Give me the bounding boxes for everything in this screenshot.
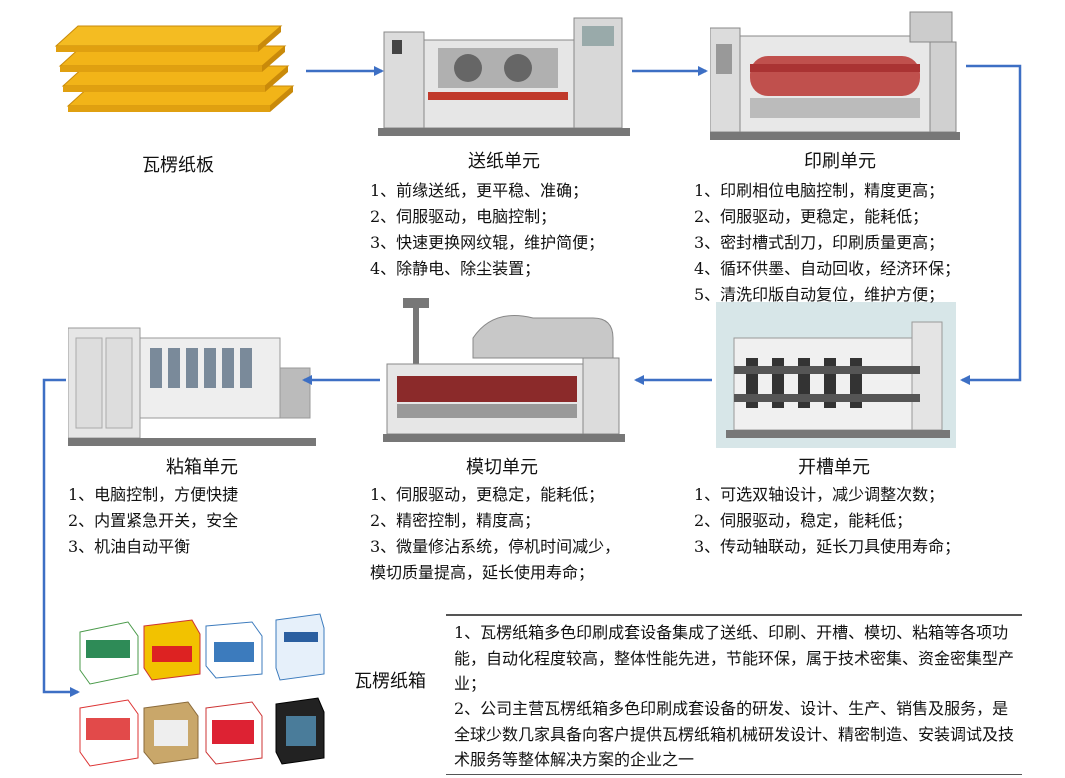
diecut-feature-1: 1、伺服驱动，更稳定，能耗低； [370,485,605,504]
print-feature-3: 3、密封槽式刮刀，印刷质量更高； [694,233,945,252]
feed-feature-3: 3、快速更换网纹辊，维护简便； [370,233,605,252]
feed-feature-4: 4、除静电、除尘装置； [370,259,541,278]
print-feature-5: 5、清洗印版自动复位，维护方便； [694,285,945,304]
glue-unit-title: 粘箱单元 [166,457,238,478]
diecut-feature-2: 2、精密控制，精度高； [370,511,541,530]
slot-feature-1: 1、可选双轴设计，减少调整次数； [694,485,945,504]
glue-feature-3: 3、机油自动平衡 [68,537,191,556]
feed-unit-title: 送纸单元 [468,151,540,172]
feeding-unit-machine-image [378,17,630,136]
corrugated-board-stack-image [54,25,295,112]
raw-material-label: 瓦楞纸板 [142,155,214,176]
printing-unit-machine-image [710,11,960,140]
gluing-unit-machine-image [68,327,316,446]
summary-paragraph-1: 1、瓦楞纸箱多色印刷成套设备集成了送纸、印刷、开槽、模切、粘箱等各项功能，自动化… [454,623,1015,693]
summary-bottom-rule [446,774,1022,775]
final-product-label: 瓦楞纸箱 [354,671,426,692]
arrow-print-to-slot [960,64,1022,385]
feed-feature-2: 2、伺服驱动，电脑控制； [370,207,557,226]
arrow-glue-to-carton [42,378,80,697]
summary-paragraph-2: 2、公司主营瓦楞纸箱多色印刷成套设备的研发、设计、生产、销售及服务，是全球少数几… [454,699,1015,769]
slot-feature-3: 3、传动轴联动，延长刀具使用寿命； [694,537,961,556]
glue-feature-2: 2、内置紧急开关，安全 [68,511,239,530]
die-cutting-unit-machine-image [383,298,625,442]
carton-boxes-image [79,613,325,767]
summary-top-rule [446,614,1022,616]
print-feature-1: 1、印刷相位电脑控制，精度更高； [694,181,945,200]
slot-feature-2: 2、伺服驱动，稳定，能耗低； [694,511,913,530]
print-unit-title: 印刷单元 [804,151,876,172]
diecut-feature-3: 3、微量修沾系统，停机时间减少， [370,537,621,556]
glue-feature-1: 1、电脑控制，方便快捷 [68,485,239,504]
slotting-unit-machine-image [716,302,956,448]
diecut-feature-3-cont: 模切质量提高，延长使用寿命； [370,563,595,582]
print-feature-4: 4、循环供墨、自动回收，经济环保； [694,259,961,278]
diecut-unit-title: 模切单元 [466,457,538,478]
slot-unit-title: 开槽单元 [798,457,870,478]
feed-feature-1: 1、前缘送纸，更平稳、准确； [370,181,589,200]
print-feature-2: 2、伺服驱动，更稳定，能耗低； [694,207,929,226]
